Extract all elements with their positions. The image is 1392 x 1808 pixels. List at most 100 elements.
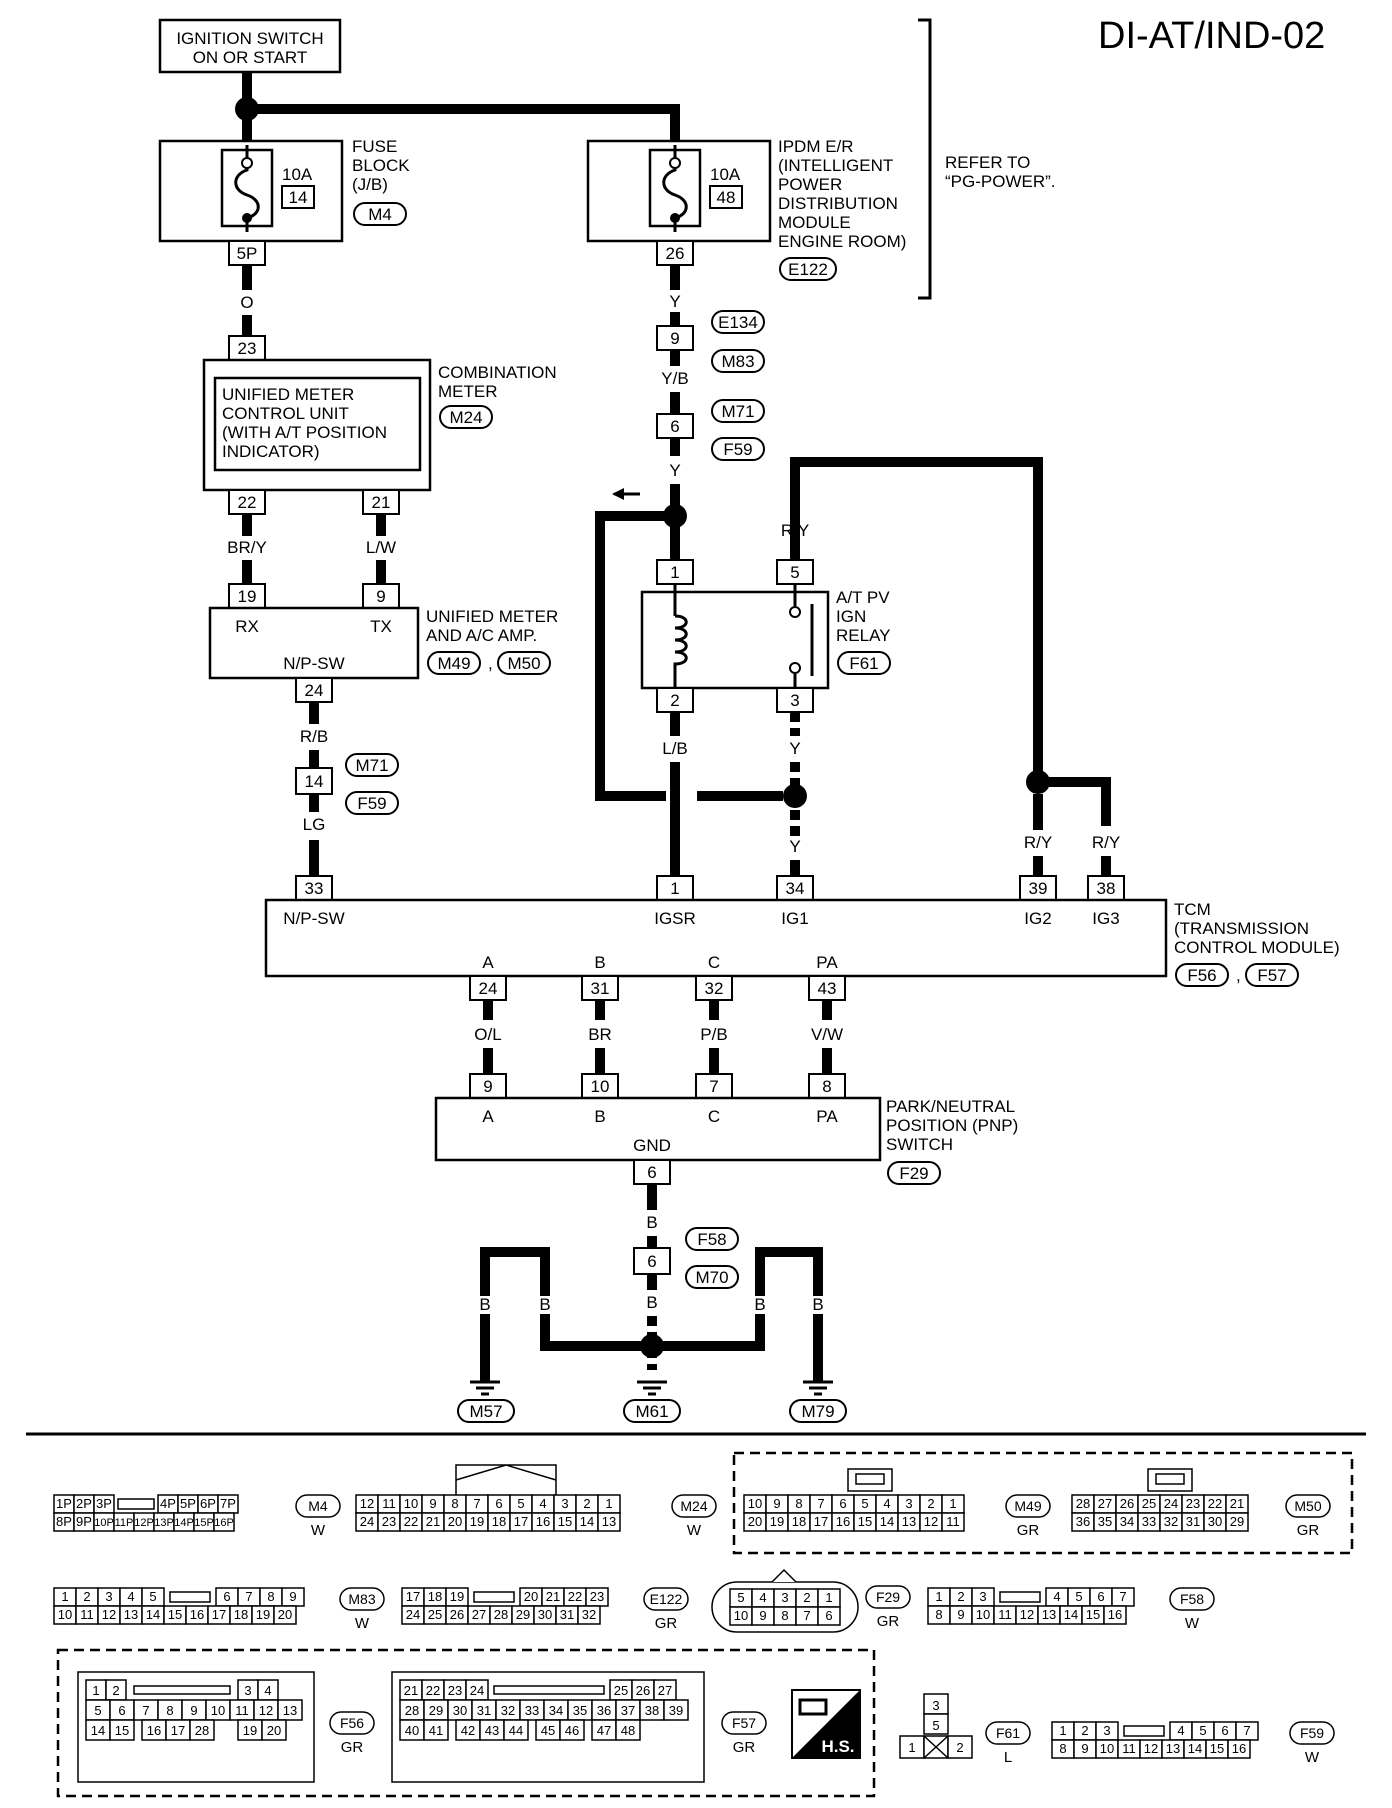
- m4-pin: 10P: [94, 1517, 114, 1529]
- f59-pin: 1: [1059, 1723, 1066, 1738]
- svg-text:(INTELLIGENT: (INTELLIGENT: [778, 156, 893, 175]
- f56-pin: 15: [115, 1723, 129, 1738]
- svg-text:5P: 5P: [237, 244, 258, 263]
- m50-pin: 25: [1142, 1496, 1156, 1511]
- f57-pin: 43: [485, 1723, 499, 1738]
- f59-pin: 5: [1199, 1723, 1206, 1738]
- svg-text:B: B: [754, 1295, 765, 1314]
- m24-pin: 3: [561, 1496, 568, 1511]
- svg-text:R/B: R/B: [300, 727, 328, 746]
- m49-pin: 17: [814, 1514, 828, 1529]
- svg-text:9: 9: [483, 1077, 492, 1096]
- m50-pin: 27: [1098, 1496, 1112, 1511]
- svg-text:10A: 10A: [710, 165, 741, 184]
- f61-pin: 3: [932, 1698, 939, 1713]
- f61-pin: 5: [932, 1718, 939, 1733]
- f56-pin: 17: [171, 1723, 185, 1738]
- svg-text:IGN: IGN: [836, 607, 866, 626]
- m49-pin: 18: [792, 1514, 806, 1529]
- svg-text:B: B: [594, 953, 605, 972]
- f59-pin: 6: [1221, 1723, 1228, 1738]
- svg-text:39: 39: [1029, 879, 1048, 898]
- svg-text:A: A: [482, 953, 494, 972]
- f56-pin: 1: [92, 1683, 99, 1698]
- svg-text:ON OR START: ON OR START: [193, 48, 308, 67]
- svg-text:M57: M57: [469, 1402, 502, 1421]
- f56-pin: 5: [94, 1703, 101, 1718]
- m50-pin: 26: [1120, 1496, 1134, 1511]
- f29-pin: 3: [781, 1590, 788, 1605]
- svg-text:A: A: [482, 1107, 494, 1126]
- m24-pin: 2: [583, 1496, 590, 1511]
- f56-pin: 28: [195, 1723, 209, 1738]
- f58-pin: 11: [998, 1607, 1012, 1622]
- f57-pin: 39: [669, 1703, 683, 1718]
- m4-pin: 3P: [96, 1496, 112, 1511]
- svg-text:5: 5: [790, 563, 799, 582]
- m24-pin: 11: [382, 1496, 396, 1511]
- f59-pin: 2: [1081, 1723, 1088, 1738]
- svg-text:Y: Y: [669, 461, 680, 480]
- refer-text-1: REFER TO: [945, 153, 1030, 172]
- m50-pin: 28: [1076, 1496, 1090, 1511]
- svg-text:M61: M61: [635, 1402, 668, 1421]
- connector-name: M83: [348, 1591, 375, 1607]
- f57-pin: 41: [429, 1723, 443, 1738]
- e122-pin: 21: [546, 1589, 560, 1604]
- connector-color: GR: [877, 1613, 900, 1630]
- svg-text:(WITH A/T POSITION: (WITH A/T POSITION: [222, 423, 387, 442]
- svg-text:H.S.: H.S.: [821, 1737, 854, 1756]
- connector-name: F58: [1180, 1591, 1204, 1607]
- svg-text:14: 14: [289, 188, 308, 207]
- diagram-title: DI-AT/IND-02: [1098, 15, 1325, 57]
- svg-text:B: B: [646, 1293, 657, 1312]
- svg-text:R/Y: R/Y: [1024, 833, 1052, 852]
- e122-pin: 32: [582, 1607, 596, 1622]
- svg-text:IG3: IG3: [1092, 909, 1119, 928]
- m83-pin: 14: [146, 1607, 160, 1622]
- svg-text:N/P-SW: N/P-SW: [283, 909, 344, 928]
- f59-pin: 9: [1081, 1741, 1088, 1756]
- f57-pin: 29: [429, 1703, 443, 1718]
- tcm: 33 1 34 39 38 N/P-SW IGSR IG1 IG2 IG3 A …: [264, 875, 1340, 1001]
- m49-pin: 8: [795, 1496, 802, 1511]
- f58-pin: 5: [1075, 1589, 1082, 1604]
- connector-color: GR: [655, 1615, 678, 1632]
- svg-text:9: 9: [670, 329, 679, 348]
- fuse-block-connector: M4: [368, 205, 392, 224]
- e122-pin: 22: [568, 1589, 582, 1604]
- f57-pin: 33: [525, 1703, 539, 1718]
- svg-text:Y/B: Y/B: [661, 369, 688, 388]
- f29-pin: 9: [759, 1608, 766, 1623]
- svg-text:B: B: [812, 1295, 823, 1314]
- svg-text:(J/B): (J/B): [352, 175, 388, 194]
- m4-pin: 15P: [194, 1517, 214, 1529]
- svg-text:BR: BR: [588, 1025, 612, 1044]
- svg-text:48: 48: [717, 188, 736, 207]
- m24-pin: 15: [558, 1514, 572, 1529]
- svg-text:PA: PA: [816, 953, 838, 972]
- svg-text:F59: F59: [723, 440, 752, 459]
- f58-pin: 7: [1119, 1589, 1126, 1604]
- svg-text:IG2: IG2: [1024, 909, 1051, 928]
- svg-text:UNIFIED METER: UNIFIED METER: [426, 607, 558, 626]
- ground-symbols: M57 M61 M79: [457, 1380, 847, 1423]
- m49-pin: 16: [836, 1514, 850, 1529]
- m4-pin: 5P: [180, 1496, 196, 1511]
- m24-pin: 6: [495, 1496, 502, 1511]
- m49-pin: 4: [883, 1496, 890, 1511]
- m83-pin: 20: [278, 1607, 292, 1622]
- f58-pin: 16: [1108, 1607, 1122, 1622]
- e122-pin: 20: [524, 1589, 538, 1604]
- svg-text:R/Y: R/Y: [1092, 833, 1120, 852]
- m24-pin: 21: [426, 1514, 440, 1529]
- svg-text:BLOCK: BLOCK: [352, 156, 410, 175]
- connector-color: W: [1185, 1615, 1200, 1632]
- m83-pin: 12: [102, 1607, 116, 1622]
- svg-text:METER: METER: [438, 382, 498, 401]
- f29-pin: 8: [781, 1608, 788, 1623]
- e122-pin: 18: [428, 1589, 442, 1604]
- ignition-switch: IGNITION SWITCH ON OR START: [158, 18, 342, 74]
- m50-pin: 31: [1186, 1514, 1200, 1529]
